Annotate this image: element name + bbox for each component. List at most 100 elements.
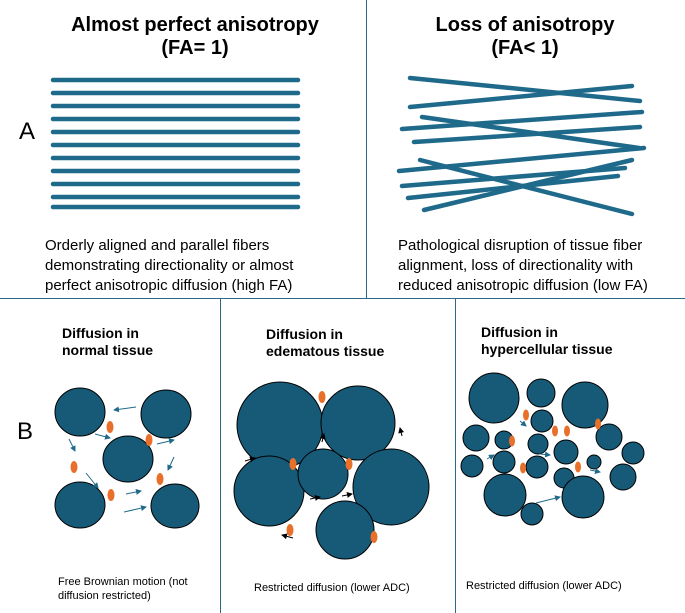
water-molecule <box>552 425 558 437</box>
diffusion-arrow <box>167 456 175 471</box>
cell <box>483 473 527 517</box>
anisotropy-title: Almost perfect anisotropy (FA= 1) <box>30 14 360 60</box>
panel-b-divider-right <box>455 298 456 613</box>
water-molecule <box>595 418 601 430</box>
loss-anisotropy-caption-line: Pathological disruption of tissue fiber <box>398 237 643 254</box>
loss-anisotropy-caption-line: alignment, loss of directionality with <box>398 257 634 274</box>
cell <box>609 463 637 491</box>
diffusion-arrow <box>539 451 551 458</box>
water-molecule <box>70 461 78 473</box>
cell <box>140 389 192 439</box>
cell <box>462 424 490 452</box>
cell <box>468 372 520 424</box>
fiber-line <box>411 124 643 145</box>
edematous-tissue-diagram <box>233 381 430 560</box>
cell <box>460 454 484 478</box>
water-molecule <box>145 434 153 446</box>
water-molecule <box>564 425 570 437</box>
water-molecule <box>345 458 353 470</box>
anisotropy-caption-line: demonstrating directionality or almost <box>45 257 294 274</box>
normal-tissue-caption-line1: Free Brownian motion (not <box>58 576 188 588</box>
loss-anisotropy-title-line2: (FA< 1) <box>491 37 559 59</box>
anisotropy-title-line2: (FA= 1) <box>161 37 229 59</box>
diffusion-arrow <box>519 420 527 427</box>
normal-tissue-caption-line2: diffusion restricted) <box>58 590 151 602</box>
diffusion-arrow <box>156 438 175 445</box>
diffusion-arrow <box>123 505 147 513</box>
disorganized-fibers <box>396 75 647 217</box>
loss-anisotropy-caption: Pathological disruption of tissue fiber … <box>398 236 683 296</box>
diffusion-arrow <box>319 433 326 443</box>
water-molecule <box>523 409 529 421</box>
water-molecule <box>318 391 326 403</box>
cell <box>527 433 549 455</box>
loss-anisotropy-title: Loss of anisotropy (FA< 1) <box>380 14 670 60</box>
cell <box>320 385 396 461</box>
loss-anisotropy-title-line1: Loss of anisotropy <box>435 14 615 36</box>
cell <box>561 475 605 519</box>
panel-a-vertical-divider <box>366 0 367 298</box>
diffusion-arrow <box>589 468 601 474</box>
normal-tissue-caption: Free Brownian motion (not diffusion rest… <box>58 575 188 603</box>
hypercellular-tissue-caption: Restricted diffusion (lower ADC) <box>466 580 622 592</box>
cell <box>520 502 544 526</box>
diffusion-arrow <box>281 533 294 540</box>
diffusion-arrow <box>85 472 99 489</box>
hypercellular-tissue-title: Diffusion in hypercellular tissue <box>481 324 613 358</box>
fiber-line <box>421 157 635 213</box>
cell <box>54 481 106 529</box>
edematous-tissue-title: Diffusion in edematous tissue <box>266 326 384 360</box>
anisotropy-caption: Orderly aligned and parallel fibers demo… <box>45 236 360 296</box>
water-molecule <box>509 435 515 447</box>
cell <box>586 454 602 470</box>
fiber-line <box>407 83 635 110</box>
cell <box>553 439 579 465</box>
cell <box>492 450 516 474</box>
water-molecule <box>107 489 115 501</box>
fiber-line <box>399 109 645 132</box>
loss-anisotropy-caption-line: reduced anisotropic diffusion (low FA) <box>398 277 648 294</box>
water-molecule <box>520 462 526 474</box>
water-molecule <box>286 524 294 536</box>
edematous-tissue-title-line1: Diffusion in <box>266 326 343 342</box>
edematous-tissue-title-line2: edematous tissue <box>266 343 385 359</box>
cell <box>561 381 609 429</box>
diffusion-arrow <box>125 489 142 495</box>
diffusion-arrow <box>68 438 76 452</box>
normal-tissue-title: Diffusion in normal tissue <box>62 325 153 359</box>
normal-tissue-diagram <box>54 387 200 529</box>
anisotropy-caption-line: perfect anisotropic diffusion (high FA) <box>45 277 293 294</box>
diffusion-arrow <box>94 433 111 440</box>
panel-a-label: A <box>19 118 36 145</box>
diffusion-arrow <box>244 456 256 463</box>
diffusion-arrow <box>113 406 137 413</box>
diffusion-arrow <box>398 427 405 437</box>
diffusion-arrow <box>341 492 353 498</box>
cell <box>595 423 623 451</box>
diffusion-arrow <box>535 495 561 504</box>
cell <box>352 448 430 526</box>
anisotropy-caption-line: Orderly aligned and parallel fibers <box>45 237 270 254</box>
water-molecule <box>156 473 164 485</box>
hypercellular-tissue-title-line1: Diffusion in <box>481 324 558 340</box>
fiber-line <box>407 75 643 104</box>
cell <box>315 500 375 560</box>
cell <box>102 435 154 483</box>
parallel-fibers <box>50 77 301 210</box>
cell <box>526 378 556 408</box>
diffusion-arrow <box>309 495 321 501</box>
edematous-tissue-caption: Restricted diffusion (lower ADC) <box>254 582 410 594</box>
water-molecule <box>370 531 378 543</box>
cell <box>297 448 349 500</box>
hypercellular-tissue-diagram <box>460 372 645 526</box>
cell <box>54 387 106 437</box>
panel-b-divider-left <box>220 298 221 613</box>
hypercellular-tissue-title-line2: hypercellular tissue <box>481 341 613 357</box>
normal-tissue-title-line2: normal tissue <box>62 342 154 358</box>
cell <box>621 441 645 465</box>
cell <box>525 455 549 479</box>
water-molecule <box>289 458 297 470</box>
water-molecule <box>106 421 114 433</box>
cell <box>530 409 554 433</box>
